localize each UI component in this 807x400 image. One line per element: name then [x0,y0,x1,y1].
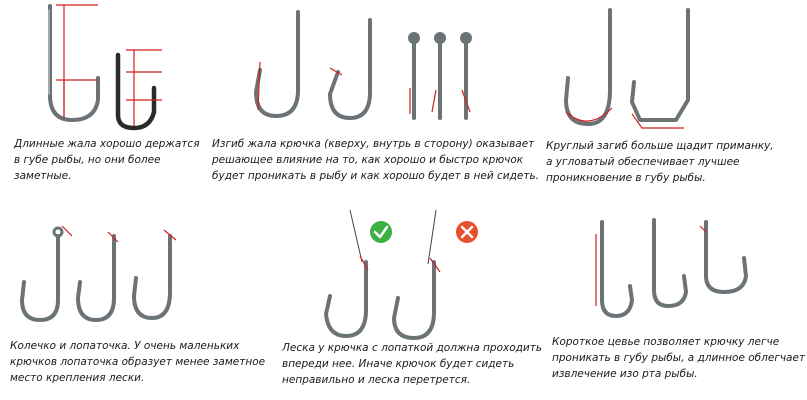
ring-eye-hook [20,225,73,322]
panel-3-caption-line-1: Круглый загиб больше щадит приманку, [546,140,774,152]
spade-hook-1 [76,231,119,322]
panel-4-caption-line-1: Колечко и лопаточка. У очень маленьких [10,340,240,352]
panel-2-caption-line-1: Изгиб жала крючка (кверху, внутрь в стор… [212,138,535,150]
panel-6-caption-line-3: извлечение изо рта рыбы. [552,368,698,380]
panel-4-caption: Колечко и лопаточка. У очень маленьких к… [10,338,265,386]
long-point-hook-left [48,4,100,122]
medium-shank-hook [652,218,688,308]
point-bend-hook-front-views [408,32,472,120]
panel-1-caption-line-3: заметные. [14,170,72,182]
panel-2-caption: Изгиб жала крючка (кверху, внутрь в стор… [212,136,539,184]
panel-1-caption-line-1: Длинные жала хорошо держатся [14,138,200,150]
short-shank-hook [699,220,748,294]
panel-3-caption-line-3: проникновение в губу рыбы. [546,172,706,184]
panel-1-caption-line-2: в губе рыбы, но они более [14,154,161,166]
spade-hook-2 [132,229,177,320]
correct-line-hook [324,209,369,338]
cross-icon [456,221,478,243]
panel-5-caption-line-2: впереди нее. Иначе крючок будет сидеть [282,358,515,370]
angular-bend-hook [630,8,690,129]
incorrect-line-hook [392,209,441,340]
panel-5-caption-line-3: неправильно и леска перетрется. [282,374,471,386]
short-point-hook-right [115,49,162,131]
check-icon [370,221,392,243]
point-bend-hook-2 [328,18,372,120]
panel-2-caption-line-3: будет проникать в рыбу и как хорошо буде… [212,170,539,182]
panel-4-caption-line-3: место крепления лески. [10,372,145,384]
panel-6-caption: Короткое цевье позволяет крючку легче пр… [552,334,805,382]
panel-1-caption: Длинные жала хорошо держатся в губе рыбы… [14,136,200,184]
panel-6-caption-line-2: проникать в губу рыбы, а длинное облегча… [552,352,806,364]
panel-2-caption-line-2: решающее влияние на то, как хорошо и быс… [212,154,524,166]
panel-3-caption: Круглый загиб больше щадит приманку, а у… [546,138,774,186]
point-bend-hook-1 [254,10,300,118]
panel-4-caption-line-2: крючков лопаточка образует менее заметно… [10,356,266,368]
panel-3-caption-line-2: а угловатый обеспечивает лучшее [546,156,740,168]
panel-5-caption: Леска у крючка с лопаткой должна проходи… [282,340,542,388]
panel-5-caption-line-1: Леска у крючка с лопаткой должна проходи… [282,342,543,354]
panel-6-caption-line-1: Короткое цевье позволяет крючку легче [552,336,780,348]
round-bend-hook [564,8,613,126]
long-shank-hook [595,220,634,318]
